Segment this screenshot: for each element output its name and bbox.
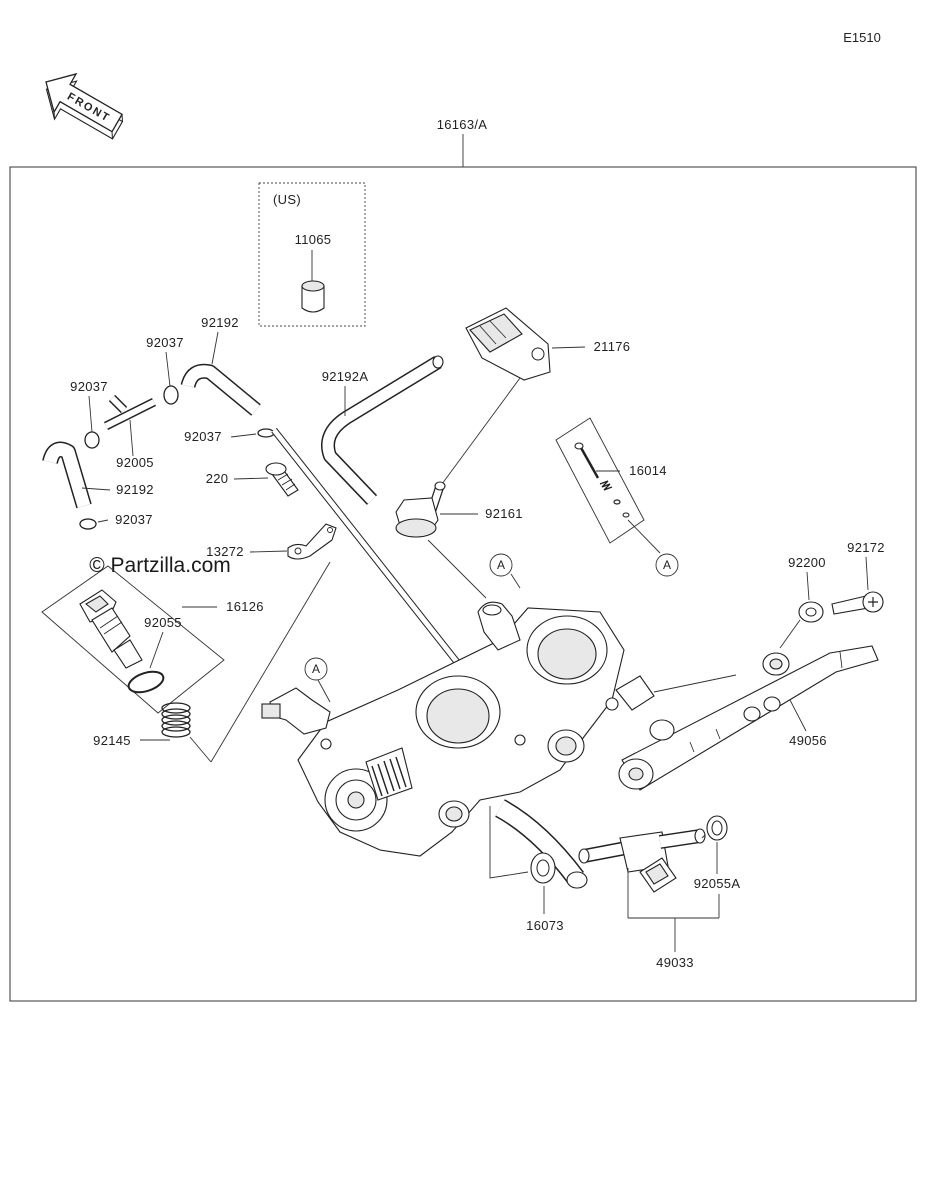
part-label-92192a[interactable]: 92192A <box>322 369 369 384</box>
washer-92200-hole <box>805 607 817 617</box>
sensor-92161 <box>395 481 446 538</box>
hose-92192-upper <box>180 363 261 416</box>
valve-16126 <box>79 589 143 669</box>
us-only-box <box>258 182 366 327</box>
front-arrow-icon: FRONT <box>45 72 124 140</box>
vacuum-line <box>271 427 471 679</box>
sensor-21176 <box>465 307 551 381</box>
part-label-92037-b[interactable]: 92037 <box>70 379 108 394</box>
part-label-92172[interactable]: 92172 <box>847 540 885 555</box>
part-label-92037-a[interactable]: 92037 <box>146 335 184 350</box>
part-label-13272[interactable]: 13272 <box>206 544 244 559</box>
watermark: © Partzilla.com <box>89 554 231 577</box>
bolt-92172 <box>831 591 884 615</box>
assembly-label[interactable]: 16163/A <box>437 117 488 132</box>
valve-box-16126 <box>41 565 225 714</box>
injector-49033 <box>578 828 706 893</box>
part-label-16126[interactable]: 16126 <box>226 599 264 614</box>
cap-11065 <box>301 280 325 313</box>
oring-92055 <box>127 670 165 694</box>
clip-92037-b <box>84 431 100 449</box>
clip-92037-a <box>163 385 179 405</box>
part-label-49033[interactable]: 49033 <box>656 955 694 970</box>
bolt-220 <box>265 462 299 497</box>
callout-a-1: A <box>489 553 513 577</box>
part-label-92055a[interactable]: 92055A <box>694 876 741 891</box>
hose-92192a <box>321 355 444 505</box>
bracket-13272 <box>287 523 337 560</box>
clip-92037-d <box>257 428 275 438</box>
washer-92055a-hole <box>711 820 723 836</box>
part-label-92161[interactable]: 92161 <box>485 506 523 521</box>
part-label-92200[interactable]: 92200 <box>788 555 826 570</box>
part-label-11065[interactable]: 11065 <box>295 232 332 247</box>
washer-16073-hole <box>536 859 550 877</box>
part-label-49056[interactable]: 49056 <box>789 733 827 748</box>
kit-16014-parts <box>574 442 630 518</box>
us-region-label: (US) <box>273 192 301 207</box>
svg-text:A: A <box>497 558 505 572</box>
part-label-92192-upper[interactable]: 92192 <box>201 315 239 330</box>
part-label-92037-c[interactable]: 92037 <box>115 512 153 527</box>
part-label-92005[interactable]: 92005 <box>116 455 154 470</box>
part-label-16073[interactable]: 16073 <box>526 918 564 933</box>
part-label-220[interactable]: 220 <box>206 471 229 486</box>
callout-a-3: A <box>304 657 328 681</box>
assembly-frame <box>9 166 917 1002</box>
part-label-21176[interactable]: 21176 <box>594 339 631 354</box>
joint-92005 <box>103 394 157 431</box>
kit-box-16014 <box>555 417 645 544</box>
spring-92145 <box>161 702 191 738</box>
svg-text:A: A <box>663 558 671 572</box>
throttle-body <box>261 601 655 889</box>
part-label-16014[interactable]: 16014 <box>629 463 667 478</box>
part-label-92192-lower[interactable]: 92192 <box>116 482 154 497</box>
hose-92192-lower <box>42 441 92 509</box>
clip-92037-c <box>79 518 97 530</box>
part-label-92055[interactable]: 92055 <box>144 615 182 630</box>
diagram-code: E1510 <box>843 30 881 45</box>
fuel-rail-49056 <box>618 645 879 791</box>
part-label-92037-d[interactable]: 92037 <box>184 429 222 444</box>
part-label-92145[interactable]: 92145 <box>93 733 131 748</box>
callout-a-2: A <box>655 553 679 577</box>
svg-text:A: A <box>312 662 320 676</box>
